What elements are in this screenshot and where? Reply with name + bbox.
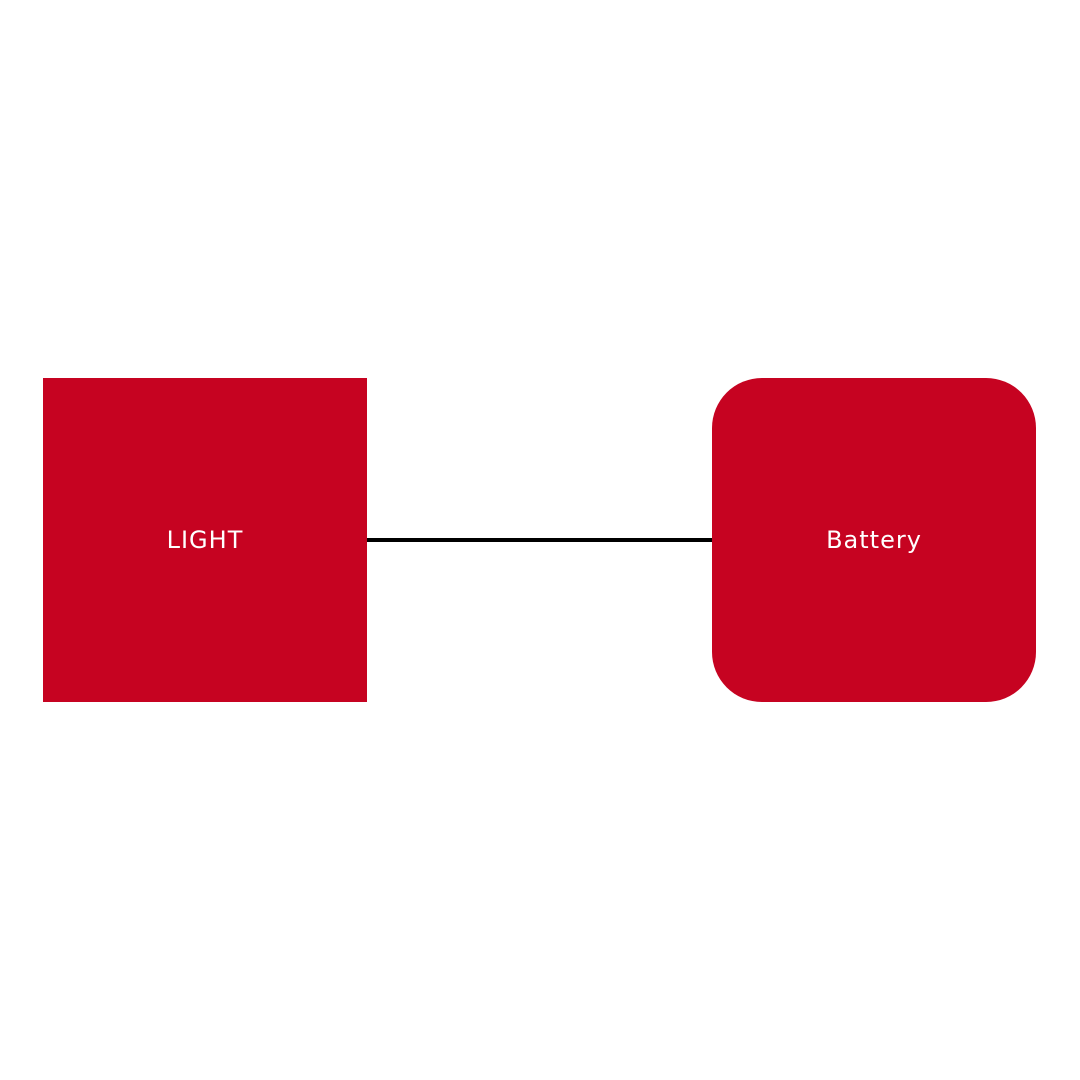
battery-node: Battery <box>712 378 1036 702</box>
light-node-label: LIGHT <box>166 526 244 554</box>
battery-node-label: Battery <box>826 526 922 554</box>
light-node: LIGHT <box>43 378 367 702</box>
light-battery-connector <box>367 538 712 542</box>
